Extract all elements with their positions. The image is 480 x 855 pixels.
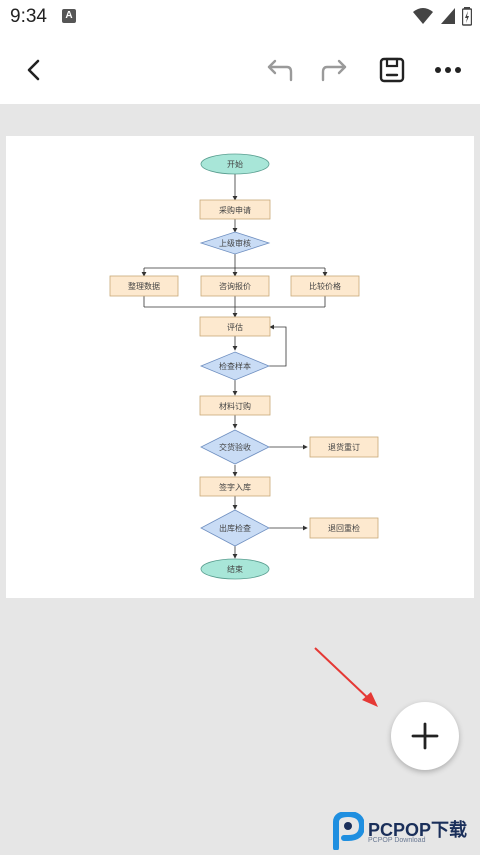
node-compare-price[interactable]: 比较价格 bbox=[290, 275, 360, 297]
node-purchase-request[interactable]: 采购申请 bbox=[199, 199, 271, 220]
node-sign-warehouse-label: 签字入库 bbox=[219, 482, 251, 492]
node-inspect-sample-label: 检查样本 bbox=[219, 361, 251, 371]
node-purchase-request-label: 采购申请 bbox=[219, 205, 251, 215]
node-return-recheck[interactable]: 退回重检 bbox=[309, 517, 379, 539]
redo-icon bbox=[321, 59, 347, 82]
node-return-recheck-label: 退回重检 bbox=[328, 523, 360, 533]
node-sign-warehouse[interactable]: 签字入库 bbox=[199, 476, 271, 497]
node-delivery-acceptance[interactable]: 交货验收 bbox=[200, 429, 270, 465]
node-start[interactable]: 开始 bbox=[200, 153, 270, 175]
node-start-label: 开始 bbox=[227, 159, 243, 169]
node-material-order[interactable]: 材料订购 bbox=[199, 395, 271, 416]
node-outbound-check-label: 出库检查 bbox=[219, 523, 251, 533]
app-notification-icon: A bbox=[62, 9, 76, 23]
node-evaluate-label: 评估 bbox=[227, 322, 243, 332]
plus-icon bbox=[411, 722, 439, 750]
signal-icon bbox=[441, 8, 455, 24]
undo-button[interactable] bbox=[255, 46, 303, 94]
battery-icon bbox=[462, 7, 472, 26]
watermark-sub: PCPOP Download bbox=[368, 837, 426, 844]
undo-icon bbox=[267, 59, 293, 82]
more-icon bbox=[435, 67, 461, 73]
status-bar: 9:34 A bbox=[0, 0, 480, 36]
save-button[interactable] bbox=[368, 46, 416, 94]
node-inspect-sample[interactable]: 检查样本 bbox=[199, 351, 271, 381]
redo-button[interactable] bbox=[311, 46, 359, 94]
back-arrow-icon bbox=[27, 59, 40, 81]
flowchart-page[interactable]: 开始 采购申请 上级审核 整理数据 咨询报价 比较价格 评估 检查样本 bbox=[6, 136, 474, 598]
node-organize-data[interactable]: 整理数据 bbox=[109, 275, 179, 297]
node-superior-review[interactable]: 上级审核 bbox=[199, 231, 271, 255]
node-material-order-label: 材料订购 bbox=[219, 401, 251, 411]
flowchart-connectors bbox=[141, 174, 328, 559]
node-inquiry-quote[interactable]: 咨询报价 bbox=[200, 275, 270, 297]
more-options-button[interactable] bbox=[424, 46, 472, 94]
flowchart-diagram: 开始 采购申请 上级审核 整理数据 咨询报价 比较价格 评估 检查样本 bbox=[109, 153, 379, 580]
node-end-label: 结束 bbox=[227, 564, 243, 574]
pcpop-logo-icon bbox=[333, 812, 364, 850]
save-icon bbox=[379, 57, 405, 83]
annotation-arrow-icon bbox=[314, 647, 378, 707]
node-compare-price-label: 比较价格 bbox=[309, 281, 341, 291]
site-watermark: PCPOP下载 PCPOP Download bbox=[330, 808, 480, 855]
node-return-reorder-label: 退货重订 bbox=[328, 442, 360, 452]
add-fab-button[interactable] bbox=[391, 702, 459, 770]
editor-toolbar bbox=[0, 36, 480, 104]
node-superior-review-label: 上级审核 bbox=[219, 238, 251, 248]
node-end[interactable]: 结束 bbox=[200, 558, 270, 580]
back-button[interactable] bbox=[10, 46, 58, 94]
watermark-brand: PCPOP下载 bbox=[368, 820, 468, 840]
status-time: 9:34 bbox=[10, 6, 47, 27]
node-delivery-acceptance-label: 交货验收 bbox=[219, 442, 251, 452]
status-icons bbox=[412, 6, 472, 26]
wifi-icon bbox=[413, 8, 433, 24]
node-organize-data-label: 整理数据 bbox=[128, 281, 160, 291]
node-evaluate[interactable]: 评估 bbox=[199, 316, 271, 337]
node-outbound-check[interactable]: 出库检查 bbox=[200, 509, 270, 547]
node-return-reorder[interactable]: 退货重订 bbox=[309, 436, 379, 458]
node-inquiry-quote-label: 咨询报价 bbox=[219, 281, 251, 291]
